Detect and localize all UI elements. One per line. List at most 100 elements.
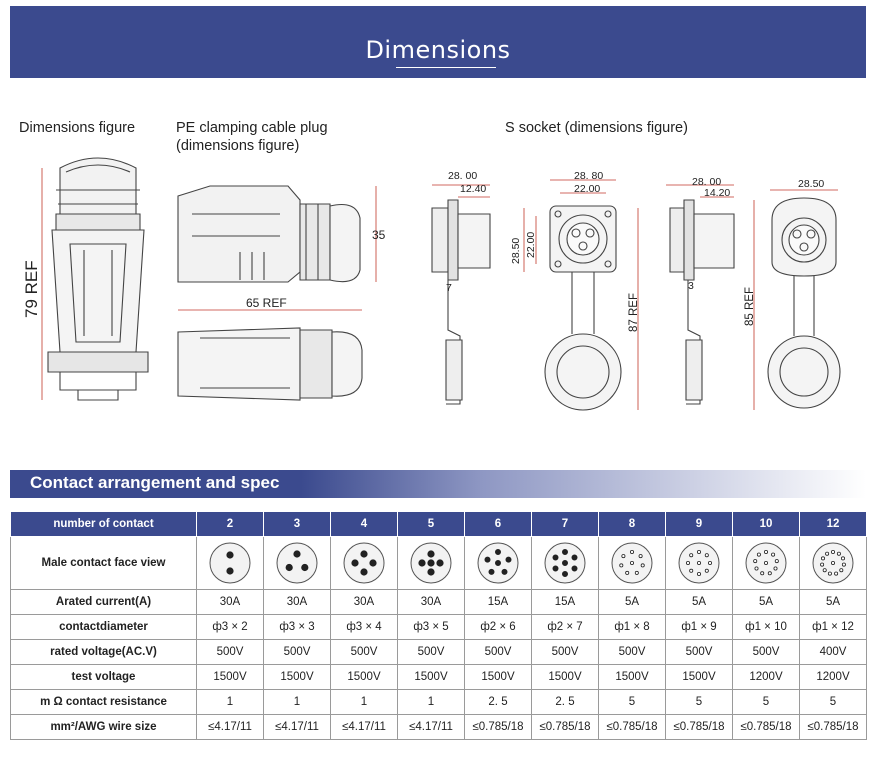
- contact-pin: [689, 553, 694, 558]
- table-cell: 1500V: [196, 664, 264, 690]
- contact-face-9-icon: [678, 542, 720, 584]
- table-cell: ≤4.17/11: [330, 714, 398, 740]
- face-view-row: Male contact face view: [10, 536, 867, 590]
- face-cell: [464, 536, 532, 590]
- contact-pin: [427, 559, 435, 567]
- table-cell: 500V: [598, 639, 666, 665]
- table-cell: ф3 × 4: [330, 614, 398, 640]
- dim-28-00-a: 28. 00: [448, 170, 478, 182]
- contact-pin: [754, 566, 759, 571]
- contact-pin: [822, 568, 827, 573]
- table-cell: ≤0.785/18: [799, 714, 867, 740]
- count-cell: 5: [397, 511, 465, 537]
- contact-pin: [561, 570, 568, 577]
- table-cell: 500V: [196, 639, 264, 665]
- banner-title: Dimensions: [365, 36, 511, 64]
- table-header-row: number of contact 2 3 4 5 6 7 8 9 10 12: [10, 511, 867, 537]
- table-cell: ≤0.785/18: [464, 714, 532, 740]
- contact-face-7-icon: [544, 542, 586, 584]
- table-cell: 2. 5: [531, 689, 599, 715]
- table-cell: 2. 5: [464, 689, 532, 715]
- contact-pin: [561, 559, 568, 566]
- table-cell: ф1 × 9: [665, 614, 733, 640]
- table-cell: ф1 × 12: [799, 614, 867, 640]
- count-cell: 3: [263, 511, 331, 537]
- table-cell: 500V: [531, 639, 599, 665]
- dim-12-40: 12.40: [460, 183, 487, 195]
- table-cell: 1: [196, 689, 264, 715]
- contact-pin: [773, 566, 778, 571]
- table-row: mm²/AWG wire size≤4.17/11≤4.17/11≤4.17/1…: [10, 714, 867, 740]
- contact-face-5-icon: [410, 542, 452, 584]
- table-cell: 5A: [598, 589, 666, 615]
- dim-87-ref: 87 REF: [628, 293, 640, 332]
- contact-pin: [629, 549, 634, 554]
- contact-pin: [774, 559, 779, 564]
- contact-pin: [488, 568, 495, 575]
- table-cell: 500V: [330, 639, 398, 665]
- contact-pin: [360, 568, 368, 576]
- plug-label-line1: PE clamping cable plug: [176, 120, 328, 136]
- table-cell: 1: [397, 689, 465, 715]
- dim-79-ref: 79 REF: [22, 260, 41, 318]
- contact-pin: [696, 560, 701, 565]
- dim-85-ref: 85 REF: [744, 287, 756, 326]
- contact-pin: [830, 560, 835, 565]
- face-view-label: Male contact face view: [10, 536, 197, 590]
- table-cell: 1200V: [799, 664, 867, 690]
- contact-pin: [834, 571, 839, 576]
- table-cell: ф3 × 5: [397, 614, 465, 640]
- socket-side-view-1-drawing: [431, 199, 491, 405]
- spec-section-title: Contact arrangement and spec: [30, 473, 280, 492]
- table-cell: ф1 × 8: [598, 614, 666, 640]
- dim-65-ref: 65 REF: [246, 296, 287, 310]
- plug-side-view-drawing: [177, 185, 361, 283]
- face-cell: [732, 536, 800, 590]
- dim-28-80: 28. 80: [574, 170, 604, 182]
- socket-label: S socket (dimensions figure): [505, 120, 688, 136]
- spec-table: number of contact 2 3 4 5 6 7 8 9 10 12 …: [10, 511, 867, 740]
- table-cell: ≤0.785/18: [598, 714, 666, 740]
- contact-pin: [369, 559, 377, 567]
- contact-pin: [427, 550, 435, 558]
- count-cell: 12: [799, 511, 867, 537]
- face-cell: [799, 536, 867, 590]
- table-cell: ≤4.17/11: [397, 714, 465, 740]
- row-label: contactdiameter: [10, 614, 197, 640]
- count-cell: 7: [531, 511, 599, 537]
- contact-pin: [427, 568, 435, 576]
- contact-face-10-icon: [745, 542, 787, 584]
- table-cell: 500V: [732, 639, 800, 665]
- dim-14-20: 14.20: [704, 187, 731, 199]
- spec-section-bar: Contact arrangement and spec: [10, 470, 866, 498]
- contact-pin: [571, 565, 578, 572]
- contact-pin: [763, 549, 768, 554]
- socket-side-view-2-drawing: [669, 199, 735, 405]
- contact-pin: [484, 556, 491, 563]
- table-cell: 5: [598, 689, 666, 715]
- contact-pin: [753, 559, 758, 564]
- table-cell: 1200V: [732, 664, 800, 690]
- table-cell: 1500V: [464, 664, 532, 690]
- row-label: mm²/AWG wire size: [10, 714, 197, 740]
- contact-pin: [840, 556, 845, 561]
- dimension-drawings: [41, 157, 841, 411]
- banner-underline: [396, 67, 496, 68]
- face-cell: [665, 536, 733, 590]
- table-cell: 30A: [397, 589, 465, 615]
- contact-pin: [552, 554, 559, 561]
- contact-face-2-icon: [209, 542, 251, 584]
- table-cell: 5A: [799, 589, 867, 615]
- table-cell: 1500V: [665, 664, 733, 690]
- count-cell: 10: [732, 511, 800, 537]
- contact-pin: [841, 562, 846, 567]
- contact-pin: [625, 570, 630, 575]
- row-label: m Ω contact resistance: [10, 689, 197, 715]
- socket-front-view-2-drawing: [767, 197, 841, 409]
- table-cell: 1: [263, 689, 331, 715]
- table-cell: ≤0.785/18: [665, 714, 733, 740]
- table-cell: 30A: [263, 589, 331, 615]
- table-cell: 1500V: [263, 664, 331, 690]
